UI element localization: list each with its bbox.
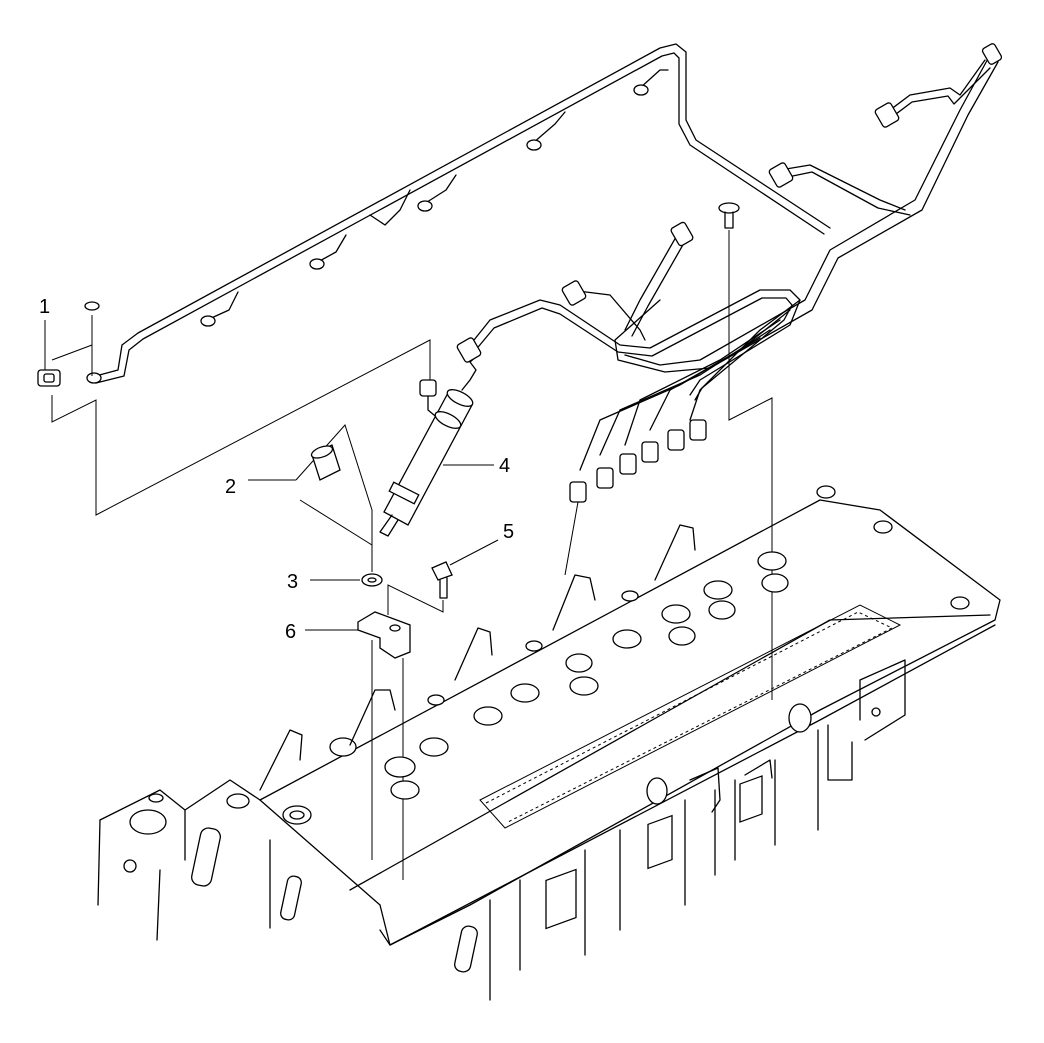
callout-6: 6 <box>285 621 297 643</box>
fuel-rail-left-branch <box>86 43 831 384</box>
sleeve-part <box>295 424 373 546</box>
fuel-rail-right-branch <box>614 43 1003 373</box>
callout-4: 4 <box>499 455 511 477</box>
callout-leaders <box>44 320 499 631</box>
fuel-line-loop <box>469 221 801 576</box>
callout-1: 1 <box>39 296 51 318</box>
clip-part <box>37 301 431 516</box>
valve-seats <box>226 485 970 825</box>
clamp-bolt <box>387 561 453 615</box>
callout-3: 3 <box>287 571 299 593</box>
callout-2: 2 <box>225 476 237 498</box>
clamp-part <box>357 611 411 880</box>
top-bolt <box>718 202 773 700</box>
injector-part <box>379 337 482 537</box>
cylinder-head <box>97 485 1001 1001</box>
callout-5: 5 <box>503 521 515 543</box>
washer-part <box>361 545 383 587</box>
